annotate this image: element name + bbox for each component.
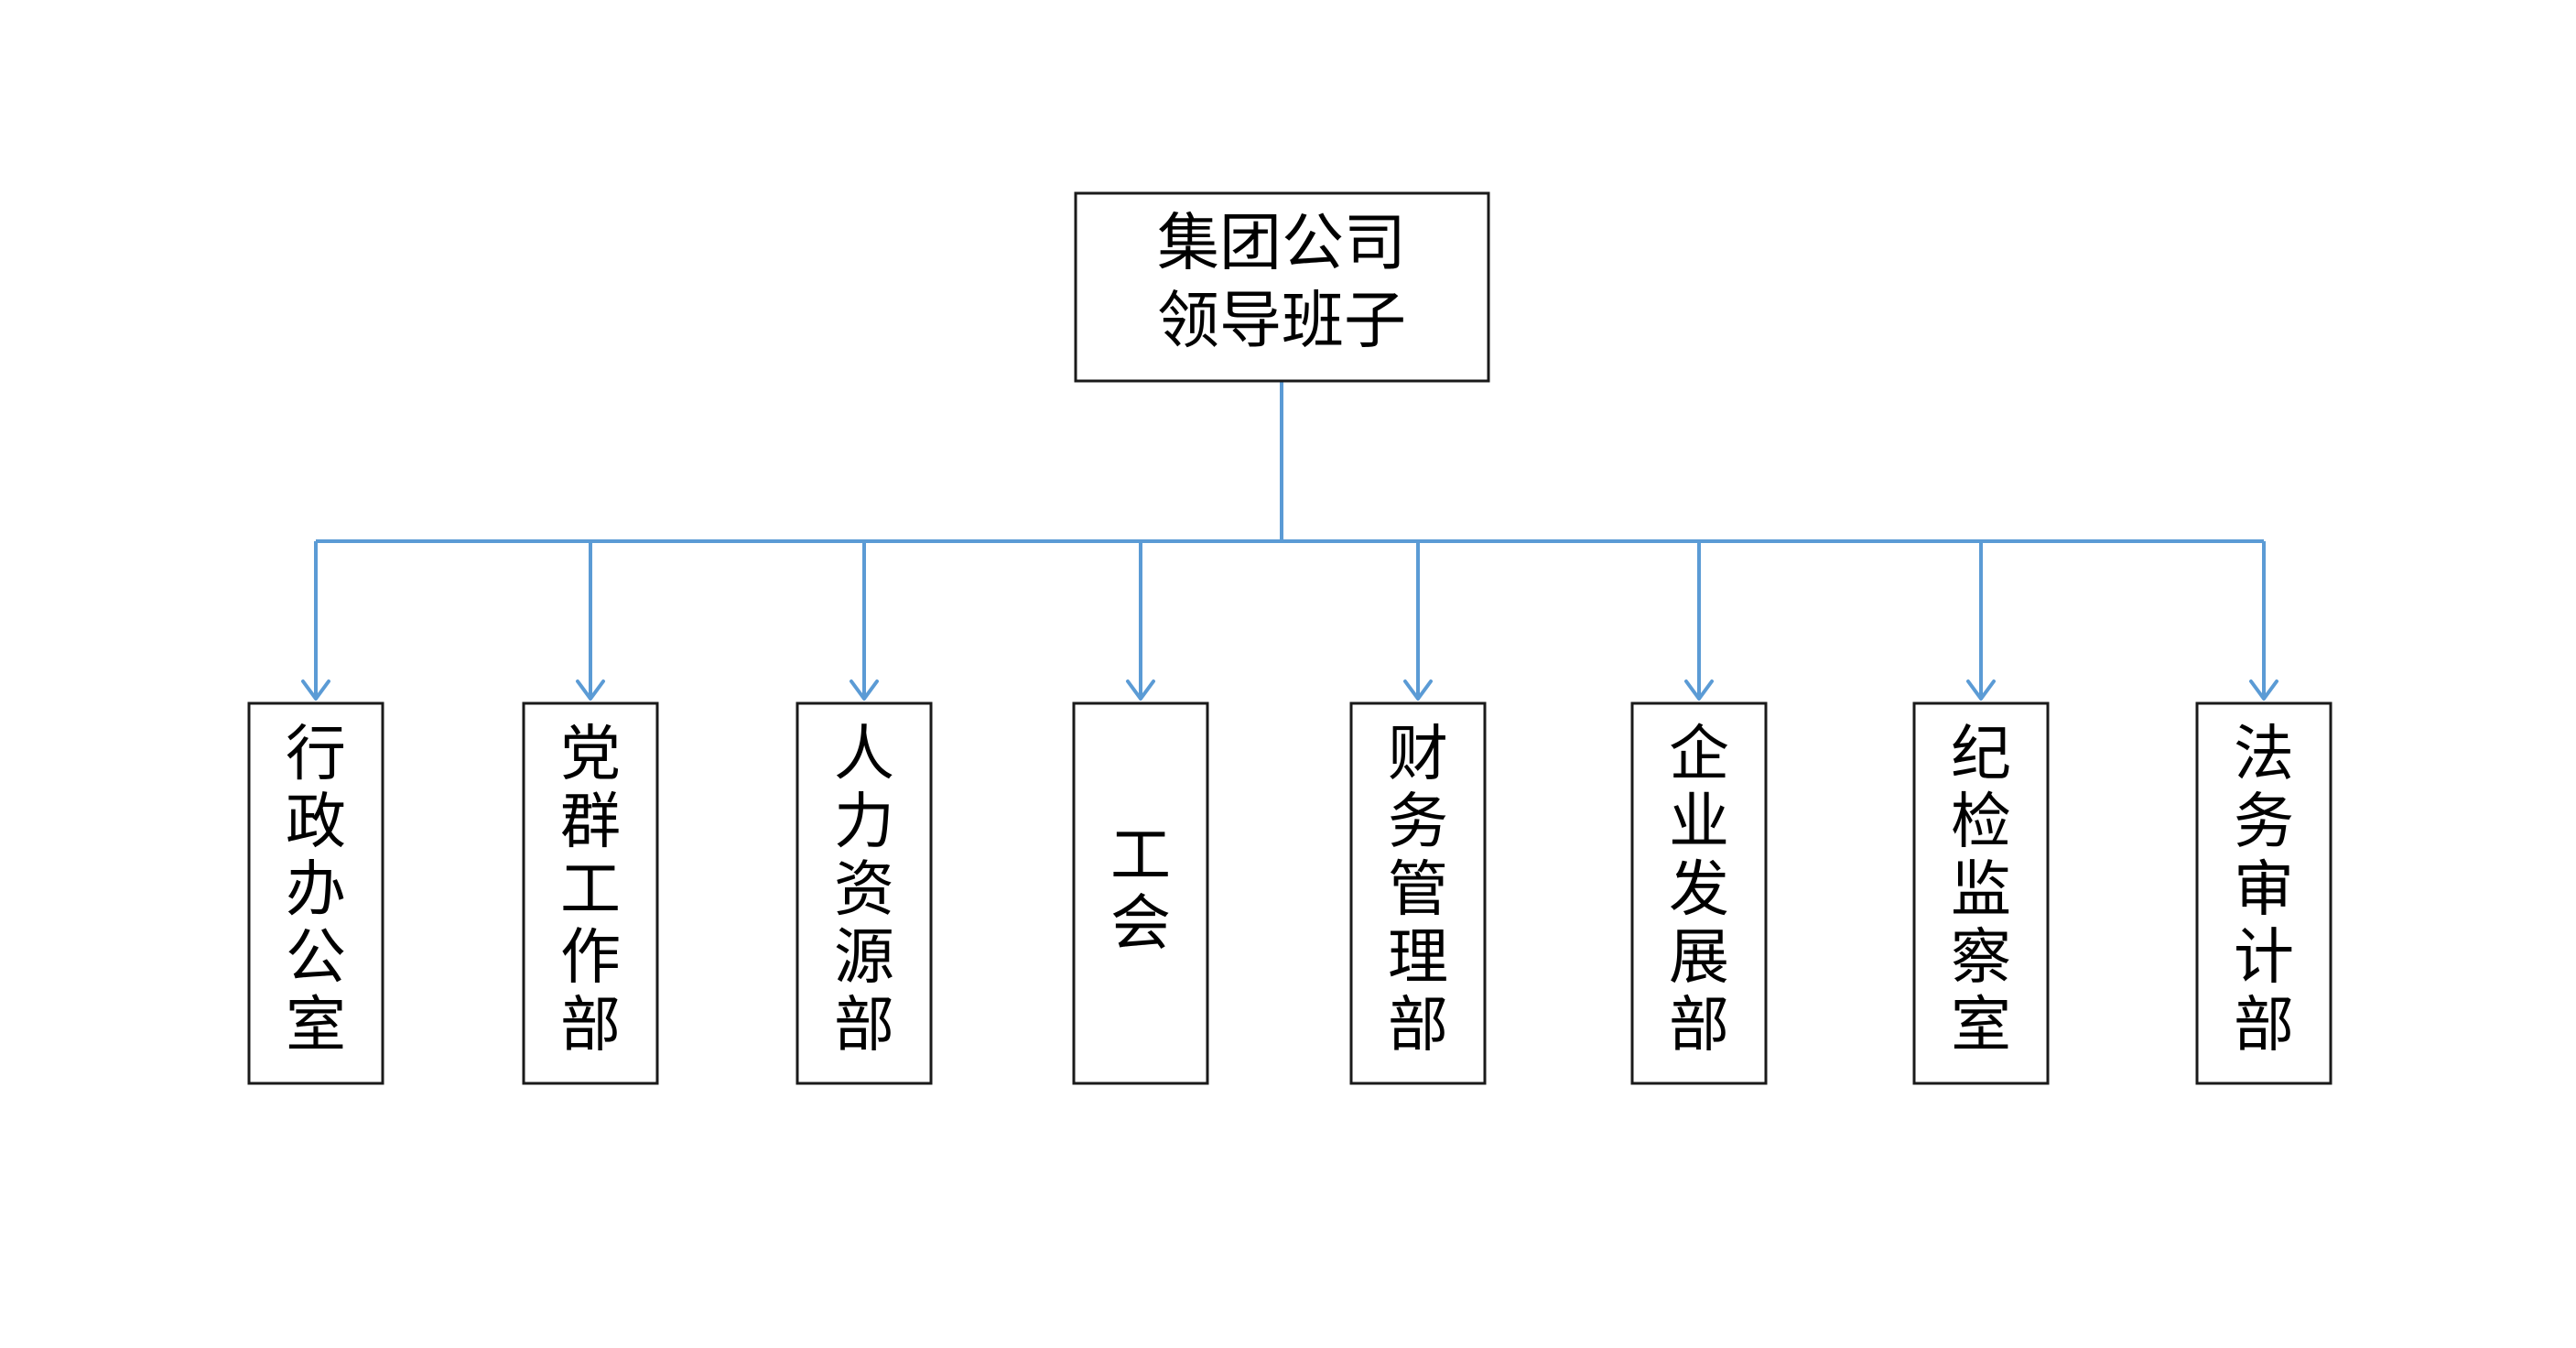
department-node: 纪检监察室 [1912,701,2050,1085]
department-box [247,701,384,1085]
arrow-down-icon [1684,679,1714,701]
department-box [522,701,659,1085]
department-node: 法务审计部 [2195,701,2332,1085]
department-box [796,701,933,1085]
department-box [1630,701,1768,1085]
department-node: 财务管理部 [1349,701,1487,1085]
department-box [1072,701,1209,1085]
department-label: 工会 [1110,821,1171,959]
department-box [2195,701,2332,1085]
department-label: 财务管理部 [1388,719,1448,1060]
arrow-down-icon [1966,679,1996,701]
connector-lines [301,381,2278,701]
department-node: 企业发展部 [1630,701,1768,1085]
department-box [1349,701,1487,1085]
root-node-line-2: 领导班子 [1157,286,1406,358]
root-node-box [1074,191,1490,383]
department-nodes: 行政办公室 党群工作部 人力资源部 工会 财务管理部 企业发展部 纪检监察室 法务审计部 [247,701,2332,1085]
department-box [1912,701,2050,1085]
department-node: 工会 [1072,701,1209,1085]
department-label: 法务审计部 [2234,719,2294,1060]
department-node: 党群工作部 [522,701,659,1085]
arrow-down-icon [2249,679,2278,701]
arrow-down-icon [301,679,330,701]
arrow-down-icon [1403,679,1433,701]
arrow-down-icon [576,679,605,701]
arrow-down-icon [1126,679,1155,701]
department-label: 人力资源部 [834,719,894,1060]
root-node-line-1: 集团公司 [1157,208,1406,280]
department-node: 行政办公室 [247,701,384,1085]
department-node: 人力资源部 [796,701,933,1085]
arrow-down-icon [850,679,879,701]
department-label: 党群工作部 [560,719,621,1060]
department-label: 纪检监察室 [1951,719,2011,1060]
root-node-leadership: 集团公司 领导班子 [1074,191,1490,383]
department-label: 行政办公室 [286,719,346,1060]
department-label: 企业发展部 [1669,719,1729,1060]
